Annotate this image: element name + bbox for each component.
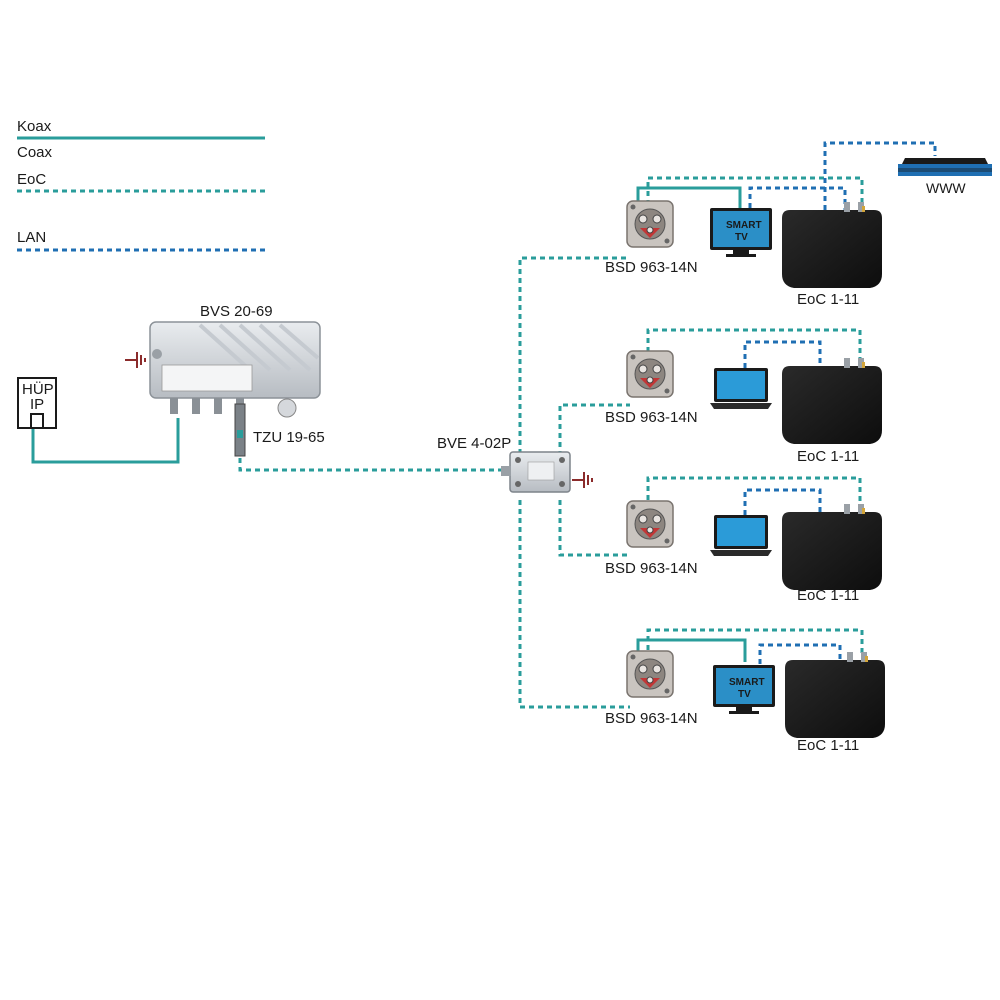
- eoc-cables: [238, 176, 864, 709]
- router-icon: [898, 158, 992, 176]
- legend-coax-label: Coax: [17, 144, 53, 161]
- socket-icon-2: [626, 350, 674, 398]
- eoc-label-1: EoC 1-11: [797, 291, 859, 308]
- eoc-device-icon-3: [782, 504, 882, 590]
- socket-label-4: BSD 963-14N: [605, 710, 698, 727]
- laptop-icon-3: [710, 515, 772, 556]
- amplifier-label: BVS 20-69: [200, 303, 273, 320]
- ground-symbol-splitter: [571, 471, 593, 489]
- legend-lan-label: LAN: [17, 229, 46, 246]
- splitter-bve: BVE 4-02P: [437, 435, 571, 493]
- socket-label-3: BSD 963-14N: [605, 560, 698, 577]
- ip-label: IP: [30, 396, 44, 413]
- eoc-device-icon-1: [782, 202, 882, 288]
- socket-icon-4: [626, 650, 674, 698]
- smart-tv-4-line2: TV: [738, 689, 751, 700]
- splitter-label: BVE 4-02P: [437, 435, 511, 452]
- smart-tv-4-line1: SMART: [729, 677, 765, 688]
- legend-koax-label: Koax: [17, 118, 52, 135]
- eoc-label-4: EoC 1-11: [797, 737, 859, 754]
- smart-tv-1-line1: SMART: [726, 220, 762, 231]
- amplifier-bvs: BVS 20-69: [149, 303, 321, 418]
- router-label: WWW: [926, 180, 966, 196]
- eoc-label-3: EoC 1-11: [797, 587, 859, 604]
- eoc-label-2: EoC 1-11: [797, 448, 859, 465]
- socket-label-2: BSD 963-14N: [605, 409, 698, 426]
- eoc-device-icon-4: [785, 652, 885, 738]
- legend-eoc-label: EoC: [17, 171, 46, 188]
- hup-ip-box: HÜP IP: [17, 377, 57, 429]
- eoc-device-icon-2: [782, 358, 882, 444]
- socket-icon-3: [626, 500, 674, 548]
- legend: Koax Coax EoC LAN: [17, 118, 265, 252]
- filter-label: TZU 19-65: [253, 429, 325, 446]
- socket-icon-1: [626, 200, 674, 248]
- lan-cables: [743, 141, 937, 664]
- ground-symbol-amplifier: [124, 351, 146, 369]
- smart-tv-1-line2: TV: [735, 232, 748, 243]
- socket-label-1: BSD 963-14N: [605, 259, 698, 276]
- laptop-icon-2: [710, 368, 772, 409]
- filter-tzu: TZU 19-65: [234, 403, 325, 457]
- hup-label: HÜP: [22, 380, 54, 398]
